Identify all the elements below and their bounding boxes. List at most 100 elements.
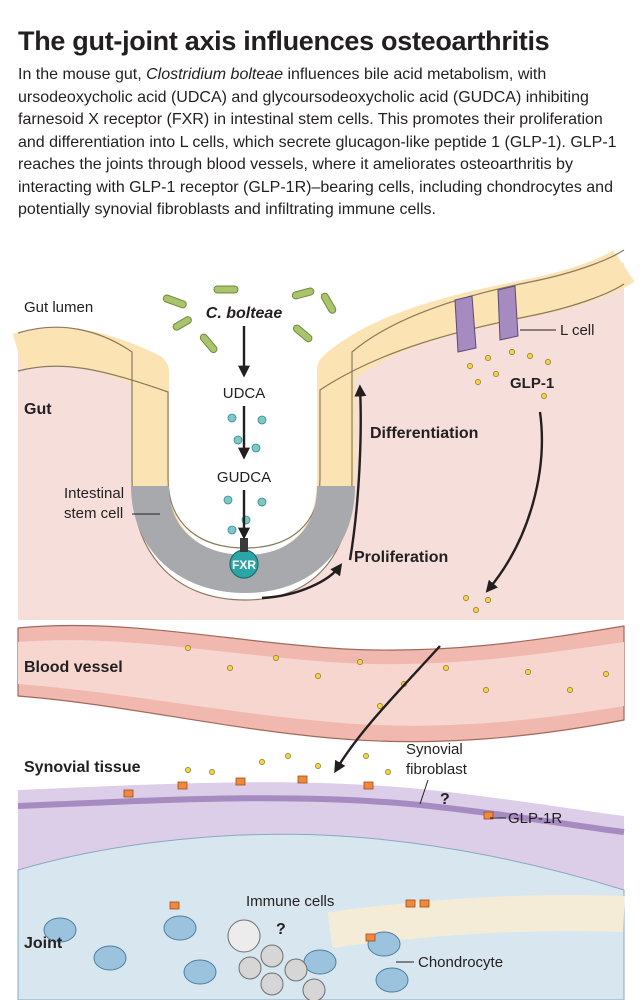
glp1-dot [567, 687, 573, 693]
fxr-stalk [240, 538, 248, 552]
figure-title: The gut-joint axis influences osteoarthr… [18, 26, 550, 56]
glp1r-receptor [405, 899, 416, 908]
glp1-dot [273, 655, 279, 661]
chondrocyte-cell [367, 931, 401, 957]
glp1-dot [545, 359, 551, 365]
glp1-dot [377, 703, 383, 709]
label-glp1: GLP-1 [510, 375, 554, 392]
glp1-dot [467, 363, 473, 369]
l-cell [454, 295, 477, 353]
blood-vessel-lumen [18, 640, 624, 726]
caption-part-1: In the mouse gut, [18, 66, 147, 83]
label-glp1r: GLP-1R [508, 810, 562, 827]
label-fxr: FXR [232, 558, 256, 572]
glp1-dot [475, 379, 481, 385]
synovial-membrane [17, 795, 625, 835]
caption-species: Clostridium bolteae [146, 66, 284, 83]
immune-cell [302, 978, 326, 1000]
glp1r-receptor [177, 781, 188, 790]
bacterium [213, 285, 239, 294]
bacterium [291, 287, 315, 300]
glp1-dot [509, 349, 515, 355]
immune-cell [260, 972, 284, 996]
glp1-to-vessel-arrow [485, 411, 544, 593]
diagram-labels: Gut lumen C. bolteae UDCA GUDCA FXR Gut … [24, 299, 594, 971]
chondrocyte-cell [93, 945, 127, 971]
label-intestinal: Intestinal [64, 485, 124, 502]
chondrocyte-cell [375, 967, 409, 993]
glp1-dots-gut [463, 349, 551, 613]
label-question-immune: ? [276, 921, 286, 938]
glp1-dots-joint [185, 753, 391, 775]
label-proliferation: Proliferation [354, 549, 448, 566]
proliferation-arrow [261, 563, 343, 600]
cartilage-band [327, 894, 625, 948]
label-chondrocyte: Chondrocyte [418, 954, 503, 971]
label-udca: UDCA [223, 385, 266, 402]
bacterium [162, 294, 187, 309]
glp1-to-joint-arrow [334, 645, 441, 774]
glp1-dot [227, 665, 233, 671]
glp1-dot [385, 769, 391, 775]
immune-cell [227, 919, 261, 953]
glp1-dots-vessel [185, 645, 609, 709]
glp1-dot [357, 659, 363, 665]
chondrocyte-cell [303, 949, 337, 975]
bacterium [199, 333, 218, 354]
bile-acid [257, 415, 267, 425]
glp1-dot [363, 753, 369, 759]
differentiation-arrow [348, 384, 367, 561]
label-stem-cell: stem cell [64, 505, 123, 522]
glp1-dot [485, 597, 491, 603]
glp1r-receptor [297, 775, 308, 784]
label-c-bolteae: C. bolteae [206, 305, 283, 322]
glp1-dot [473, 607, 479, 613]
glp1-dot [315, 673, 321, 679]
figure-caption: In the mouse gut, Clostridium bolteae in… [18, 64, 628, 222]
bacterium [320, 292, 337, 314]
bile-acid [251, 443, 261, 453]
bacterium [172, 316, 192, 331]
label-fibroblast: fibroblast [406, 761, 468, 778]
label-blood-vessel: Blood vessel [24, 659, 123, 676]
glp1-dot [209, 769, 215, 775]
caption-part-2: influences bile acid metabolism, with ur… [18, 66, 617, 218]
label-l-cell: L cell [560, 322, 594, 339]
chondrocyte-cell [183, 959, 217, 985]
glp1-dot [185, 645, 191, 651]
joint-section [17, 753, 625, 1000]
gut-tissue [18, 262, 624, 620]
bacteria-group [162, 285, 337, 354]
epithelium-outline [17, 249, 625, 601]
label-immune-cells: Immune cells [246, 893, 334, 910]
glp1r-receptor [123, 789, 134, 798]
glp1r-receptor [483, 811, 494, 820]
immune-cell [260, 944, 284, 968]
glp1-dot [525, 669, 531, 675]
label-synovial-tissue: Synovial tissue [24, 759, 141, 776]
label-gut-lumen: Gut lumen [24, 299, 93, 316]
glp1-dot [443, 665, 449, 671]
glp1-dot [603, 671, 609, 677]
glp1-dot [315, 763, 321, 769]
chondrocyte-cell [163, 915, 197, 941]
glp1-dot [485, 355, 491, 361]
glp1r-receptor [365, 933, 376, 942]
label-question-fibroblast: ? [440, 791, 450, 808]
immune-cells [227, 919, 326, 1000]
bile-acid [233, 435, 243, 445]
glp1-dot [259, 759, 265, 765]
label-synovial: Synovial [406, 741, 463, 758]
glp1-dot [185, 767, 191, 773]
cartilage [17, 833, 625, 1000]
glp1r-receptor [169, 901, 180, 910]
glp1r-receptor [235, 777, 246, 786]
glp1-dot [483, 687, 489, 693]
gut-section [12, 249, 635, 620]
chondrocytes [43, 915, 409, 993]
label-differentiation: Differentiation [370, 425, 478, 442]
chondrocyte-cell [43, 917, 77, 943]
label-gut: Gut [24, 401, 52, 418]
bile-acid [223, 495, 233, 505]
